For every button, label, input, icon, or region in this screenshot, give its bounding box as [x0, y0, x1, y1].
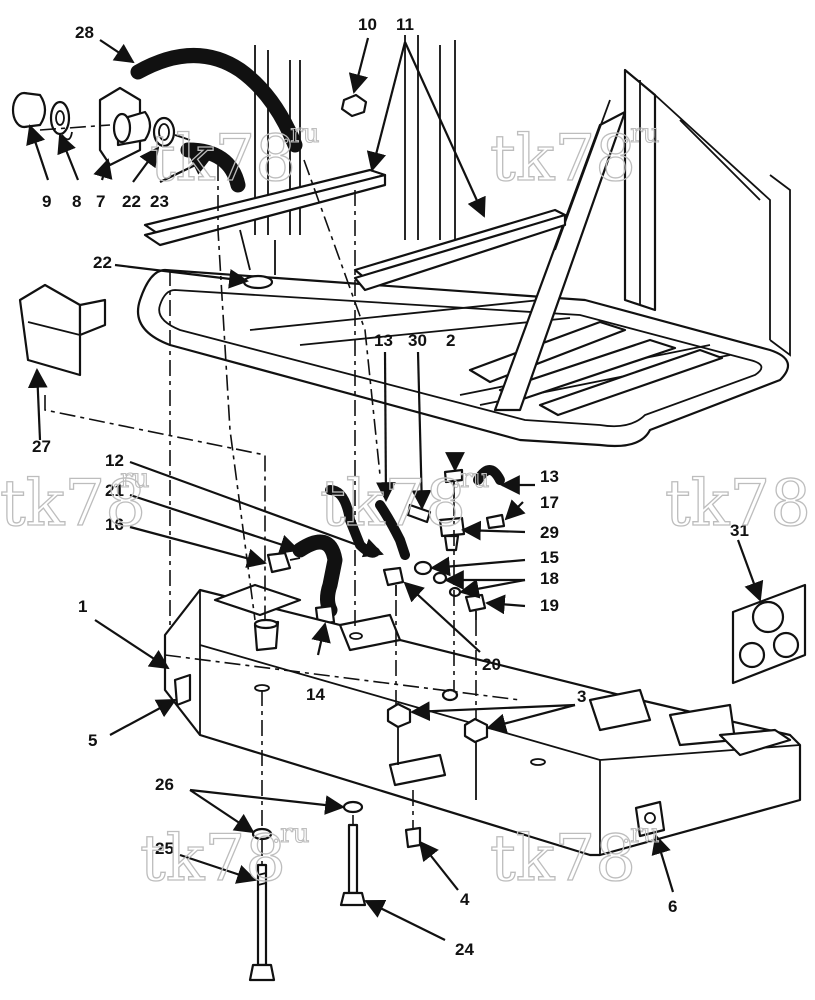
cap-assembly — [11, 86, 246, 193]
callout-labels: 1 2 3 4 5 6 7 8 9 10 11 12 13 13 14 15 1… — [32, 15, 749, 959]
callout-23: 23 — [150, 192, 169, 211]
callout-22a: 22 — [122, 192, 141, 211]
callout-13b: 13 — [540, 467, 559, 486]
callout-6: 6 — [668, 897, 677, 916]
watermark-3: tk78 — [0, 467, 146, 541]
callout-29: 29 — [540, 523, 559, 542]
callout-24: 24 — [455, 940, 474, 959]
filler-hose — [130, 48, 303, 153]
assembly-lines — [39, 124, 521, 865]
callout-25: 25 — [155, 839, 174, 858]
watermark-1-suffix: .ru — [282, 119, 319, 149]
watermark-5: tk78 — [665, 467, 811, 541]
callout-30: 30 — [408, 331, 427, 350]
callout-3: 3 — [577, 687, 586, 706]
callout-21: 21 — [105, 481, 124, 500]
callout-1: 1 — [78, 597, 87, 616]
watermark-1: tk78 — [150, 122, 296, 196]
callout-12: 12 — [105, 451, 124, 470]
callout-2: 2 — [446, 331, 455, 350]
callout-8: 8 — [72, 192, 81, 211]
watermark-4-suffix: .ru — [452, 464, 489, 494]
callout-28: 28 — [75, 23, 94, 42]
callout-20: 20 — [482, 655, 501, 674]
leader-arrows — [26, 37, 764, 941]
watermark-6-suffix: .ru — [272, 819, 309, 849]
callout-10: 10 — [358, 15, 377, 34]
gasket-plate — [731, 583, 807, 685]
watermark-7: tk78 — [490, 822, 636, 896]
callout-4: 4 — [460, 890, 470, 909]
callout-22b: 22 — [93, 253, 112, 272]
watermarks: tk78 .ru tk78 .ru tk78 .ru tk78 .ru tk78… — [0, 118, 812, 896]
watermark-6: tk78 — [140, 822, 286, 896]
watermark-4: tk78 — [320, 467, 466, 541]
watermark-3-suffix: .ru — [112, 464, 149, 494]
watermark-2: tk78 — [490, 122, 636, 196]
watermark-7-suffix: .ru — [622, 819, 659, 849]
callout-7: 7 — [96, 192, 105, 211]
callout-16: 16 — [105, 515, 124, 534]
vehicle-frame — [136, 35, 791, 448]
fuel-tank — [163, 583, 802, 857]
cover-panel — [18, 283, 107, 377]
callout-11: 11 — [396, 15, 414, 34]
callout-17: 17 — [540, 493, 559, 512]
callout-9: 9 — [42, 192, 51, 211]
hold-down-bolts — [248, 800, 367, 982]
callout-19: 19 — [540, 596, 559, 615]
callout-15: 15 — [540, 548, 559, 567]
callout-26: 26 — [155, 775, 174, 794]
watermark-2-suffix: .ru — [622, 119, 659, 149]
callout-14: 14 — [306, 685, 325, 704]
callout-27: 27 — [32, 437, 51, 456]
callout-5: 5 — [88, 731, 97, 750]
callout-13a: 13 — [374, 331, 393, 350]
callout-18: 18 — [540, 569, 559, 588]
callout-31: 31 — [730, 521, 749, 540]
